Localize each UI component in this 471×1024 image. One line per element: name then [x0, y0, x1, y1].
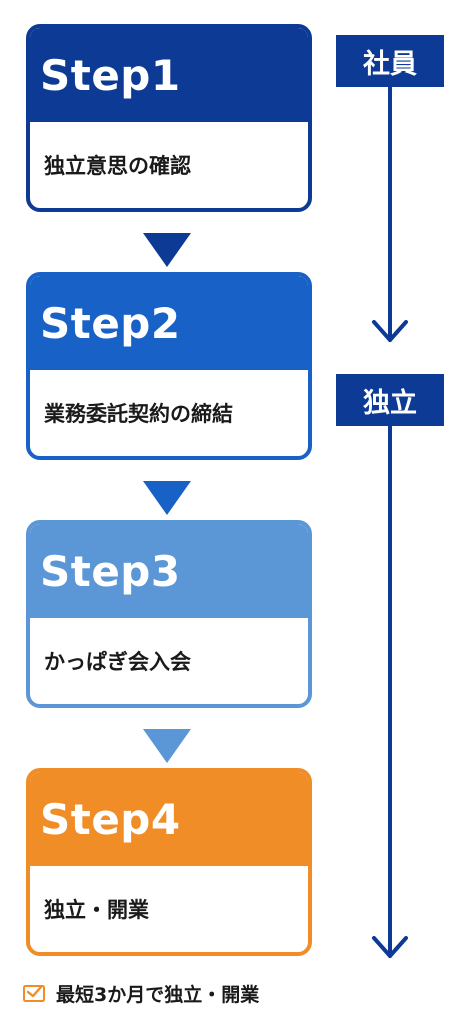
step-1-text: 独立意思の確認	[44, 154, 191, 178]
envelope-check-icon	[22, 981, 46, 1005]
step-3-title: Step3	[30, 524, 308, 618]
step-2-title: Step2	[30, 276, 308, 370]
step-1-card: Step1 独立意思の確認	[26, 24, 312, 212]
footer-note: 最短3か月で独立・開業	[22, 978, 259, 1008]
employee-label: 社員	[336, 35, 444, 87]
step-2-text: 業務委託契約の締結	[44, 402, 233, 426]
independent-arrowhead-icon	[372, 936, 408, 958]
down-arrow-1	[143, 233, 191, 267]
step-3-card: Step3 かっぱぎ会入会	[26, 520, 312, 708]
footer-note-text: 最短3か月で独立・開業	[56, 983, 260, 1006]
step-3-text: かっぱぎ会入会	[44, 650, 191, 674]
down-arrow-2	[143, 481, 191, 515]
down-arrow-3	[143, 729, 191, 763]
step-4-title: Step4	[30, 772, 308, 866]
step-4-card: Step4 独立・開業	[26, 768, 312, 956]
employee-arrowhead-icon	[372, 320, 408, 342]
step-2-card: Step2 業務委託契約の締結	[26, 272, 312, 460]
step-4-text: 独立・開業	[44, 898, 149, 922]
step-1-title: Step1	[30, 28, 308, 122]
independent-label: 独立	[336, 374, 444, 426]
